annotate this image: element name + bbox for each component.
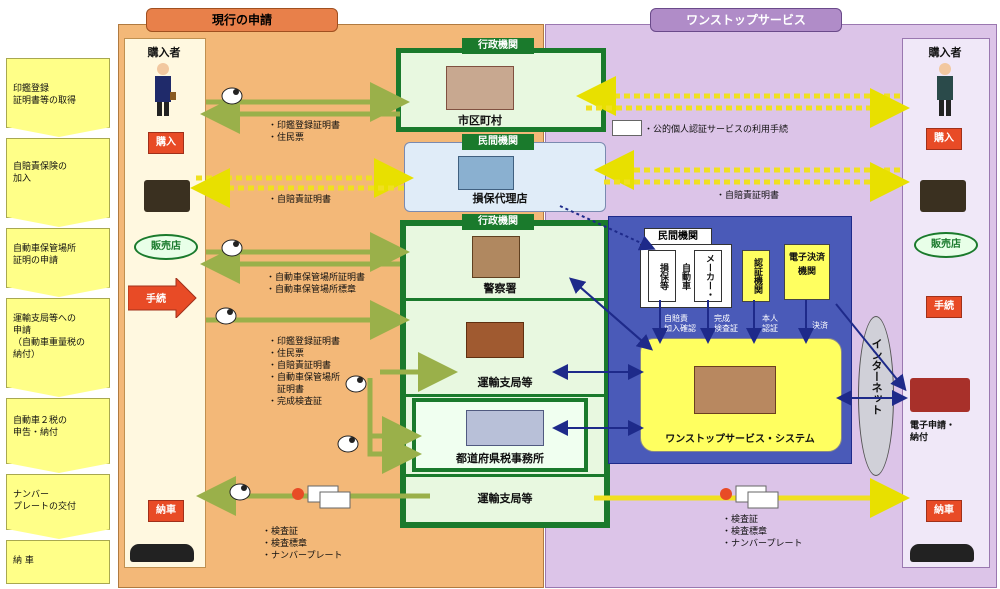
divider-1 xyxy=(406,298,604,301)
tax-label: 都道府県税事務所 xyxy=(456,452,544,465)
step-5: 自動車２税の 申告・納付 xyxy=(6,398,111,473)
transport-building-image xyxy=(466,322,524,358)
step-2: 自賠責保険の 加入 xyxy=(6,138,111,227)
left-buyer-label: 購入者 xyxy=(147,46,181,59)
city-building-image xyxy=(446,66,514,110)
police-label: 警察署 xyxy=(483,282,517,295)
right-buyer-label: 購入者 xyxy=(928,46,962,59)
left-doc-4: ・印鑑登録証明書 ・住民票 ・自賠責証明書 ・自動車保管場所 証明書 ・完成検査… xyxy=(268,337,341,407)
system-name: ワンストップサービス・システム xyxy=(665,434,815,445)
step-7: 納 車 xyxy=(6,540,110,584)
left-buyer-figure xyxy=(150,62,176,118)
left-procedure-arrow xyxy=(127,276,198,322)
step-6: ナンバー プレートの交付 xyxy=(6,474,111,539)
tax-building-image xyxy=(466,410,544,446)
step-6-text: ナンバー プレートの交付 xyxy=(13,490,77,512)
payment-box: 電子決済機関 xyxy=(784,244,830,300)
right-doc-final: ・検査証 ・検査標章 ・ナンバープレート xyxy=(722,515,803,549)
payment-label: 電子決済機関 xyxy=(788,253,825,277)
divider-3 xyxy=(406,474,604,477)
right-doc-jpki: ・公的個人認証サービスの利用手続 xyxy=(644,125,789,135)
step-2-text: 自賠責保険の 加入 xyxy=(13,162,68,184)
right-delivery-button[interactable]: 納車 xyxy=(926,500,962,522)
step-3-text: 自動車保管場所 証明の申請 xyxy=(13,244,77,266)
divider-2 xyxy=(406,394,604,397)
insurance-building-image xyxy=(458,156,514,190)
jpki-card-icon xyxy=(612,120,642,136)
right-car-image xyxy=(920,180,966,212)
right-doc-cali: ・自賠責証明書 xyxy=(716,191,780,201)
police-building-image xyxy=(472,236,520,278)
left-doc-1: ・印鑑登録証明書 ・住民票 xyxy=(268,121,341,143)
left-procedure-label: 手続 xyxy=(146,294,166,305)
right-procedure-button[interactable]: 手続 xyxy=(926,296,962,318)
step-3: 自動車保管場所 証明の申請 xyxy=(6,228,111,297)
right-car-icon xyxy=(910,544,974,562)
right-computer-image xyxy=(910,378,970,412)
city-label: 市区町村 xyxy=(458,114,502,127)
lbl-insurer: 自賠責 加入確認 xyxy=(664,314,696,333)
right-purchase-button[interactable]: 購入 xyxy=(926,128,962,150)
left-delivery-button[interactable]: 納車 xyxy=(148,500,184,522)
transport-label: 運輸支局等 xyxy=(477,376,533,389)
step-1-text: 印鑑登録 証明書等の取得 xyxy=(13,84,77,106)
auth-box: 認証機関 xyxy=(742,250,770,302)
gov-tag-1: 行政機関 xyxy=(462,38,534,54)
step-column: 印鑑登録 証明書等の取得 自賠責保険の 加入 自動車保管場所 証明の申請 運輸支… xyxy=(0,0,116,589)
left-car-image xyxy=(144,180,190,212)
left-doc-2: ・自賠責証明書 xyxy=(268,195,332,205)
lbl-auth: 本人 認証 xyxy=(762,314,778,333)
current-header: 現行の申請 xyxy=(146,8,338,32)
onestop-header: ワンストップサービス xyxy=(650,8,842,32)
step-4-text: 運輸支局等への 申請 （自動車重量税の 納付） xyxy=(13,314,86,360)
internet-label: インターネット xyxy=(870,338,883,415)
lbl-payment: 決済 xyxy=(812,321,828,330)
step-5-text: 自動車２税の 申告・納付 xyxy=(13,416,68,438)
lbl-maker: 完成 検査証 xyxy=(714,314,738,333)
maker-label: メーカー・自動車 xyxy=(680,253,714,299)
left-dealer-oval: 販売店 xyxy=(134,234,198,260)
left-doc-3: ・自動車保管場所証明書 ・自動車保管場所標章 xyxy=(266,273,366,295)
gov-tag-2: 行政機関 xyxy=(462,214,534,230)
step-4: 運輸支局等への 申請 （自動車重量税の 納付） xyxy=(6,298,111,397)
left-doc-5: ・検査証 ・検査標章 ・ナンバープレート xyxy=(262,527,343,561)
right-dealer-oval: 販売店 xyxy=(914,232,978,258)
step-1: 印鑑登録 証明書等の取得 xyxy=(6,58,111,137)
insurer-box: 損保等 xyxy=(648,250,676,302)
private-tag: 民間機関 xyxy=(462,134,534,150)
right-e-apply-label: 電子申請・ 納付 xyxy=(910,421,956,443)
auth-label: 認証機関 xyxy=(752,258,762,294)
step-7-text: 納 車 xyxy=(13,556,34,566)
transport-2-label: 運輸支局等 xyxy=(477,492,533,505)
server-image xyxy=(694,366,776,414)
right-buyer-figure xyxy=(932,62,958,118)
insurer-label: 損保等 xyxy=(658,262,668,290)
insurance-label: 損保代理店 xyxy=(472,192,528,205)
left-purchase-button[interactable]: 購入 xyxy=(148,132,184,154)
left-car-icon xyxy=(130,544,194,562)
maker-box: メーカー・自動車 xyxy=(680,250,722,302)
